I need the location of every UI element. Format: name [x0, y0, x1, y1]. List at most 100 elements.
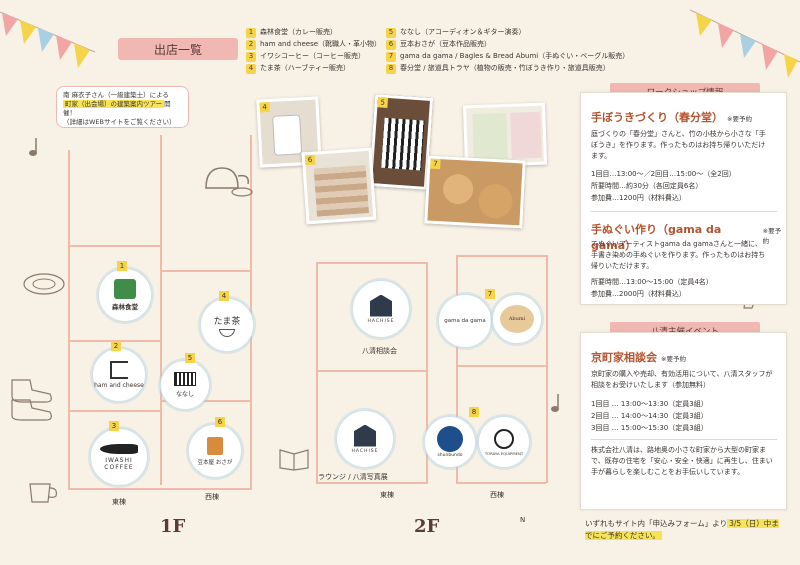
north-label: N	[520, 516, 526, 524]
hachise-consult-circle[interactable]: HACHISE	[352, 280, 410, 338]
legend-number: 7	[386, 51, 396, 62]
wall	[456, 255, 546, 257]
legend-text: 春分堂 / 旅道具トラヤ（植物の販売・竹ぼうき作り・旅道具販売）	[400, 64, 610, 72]
abumi-text: Abumi	[508, 316, 526, 322]
east-wing-label: 東棟	[112, 498, 126, 506]
shop-name: たま茶	[213, 316, 241, 327]
shop-8-shunbundo-circle[interactable]: 8 shunbundo	[424, 407, 479, 468]
photo-bagels: 7	[424, 155, 526, 229]
tree-logo-icon	[437, 426, 463, 452]
legend-item: 6 豆本おさが（豆本作品販売）	[386, 39, 491, 50]
wall	[458, 365, 546, 367]
room-consult-label: 八清相談会	[362, 347, 397, 355]
shunbundo-text: shunbundo	[437, 453, 463, 458]
forest-logo-icon	[114, 279, 136, 299]
photo-number: 5	[377, 97, 389, 108]
teacup-icon	[219, 328, 235, 337]
legend-text: ななし（アコーディオン＆ギター演奏）	[400, 28, 526, 36]
workshop-1-title: 手ぼうきづくり（春分堂）	[591, 111, 723, 124]
wall	[316, 262, 318, 484]
event-slot-3: 3回目 … 15:00～15:30（定員3組）	[591, 424, 708, 432]
shop-number: 5	[185, 353, 195, 363]
event-req: ※要予約	[661, 355, 686, 363]
shop-number: 7	[485, 289, 495, 299]
wall	[456, 482, 546, 484]
book-icon	[279, 449, 309, 471]
shop-7-gama-circle[interactable]: 7 gama da gama	[438, 289, 495, 348]
workshop-2-desc: てぬぐいアーティストgama da gamaさんと一緒に、手書き染めの手ぬぐいを…	[591, 240, 766, 270]
legend-text: ham and cheese（靴職人・革小物）	[260, 40, 382, 48]
workshop-2-req: ※要予約	[762, 227, 782, 245]
shop-4-circle[interactable]: 4 たま茶	[200, 291, 254, 352]
workshop-panel: 手ぼうきづくり（春分堂） ※要予約 庭づくりの「春分堂」さんと、竹の小枝から小さ…	[580, 92, 787, 305]
wall	[68, 245, 160, 247]
fish-logo-icon	[100, 443, 138, 454]
workshop-1-req: ※要予約	[727, 115, 752, 123]
legend-number: 4	[246, 63, 256, 74]
photo-number: 6	[304, 154, 316, 166]
wall	[68, 410, 160, 412]
wall	[162, 270, 250, 272]
photo-number: 4	[259, 101, 270, 113]
shop-8-toraya-circle[interactable]: TORAYA EQUIPMENT	[478, 416, 530, 468]
legend-number: 2	[246, 39, 256, 50]
event-slot-2: 2回目 … 14:00～14:30（定員3組）	[591, 412, 708, 420]
callout-line2: 開催！	[63, 100, 171, 117]
shop-number: 8	[469, 407, 479, 417]
shop-5-circle[interactable]: 5 ななし	[160, 353, 210, 410]
teapot-icon	[205, 167, 253, 197]
shoe-icon	[11, 379, 52, 421]
legend-item: 5 ななし（アコーディオン＆ギター演奏）	[386, 27, 526, 38]
wall	[546, 255, 548, 483]
shop-6-circle[interactable]: 6 豆本屋 おさが	[188, 417, 242, 478]
music-note-icon	[551, 394, 559, 412]
legend-text: たま茶（ハーブティー販売）	[260, 64, 350, 72]
wall	[68, 488, 250, 490]
floor-label-1f: 1F	[160, 516, 186, 537]
photo-accordion: 5	[368, 94, 434, 190]
shop-name: 森林食堂	[112, 303, 138, 311]
toraya-logo-icon	[494, 428, 514, 449]
wall	[162, 400, 250, 402]
legend-number: 5	[386, 27, 396, 38]
toraya-text: TORAYA EQUIPMENT	[484, 450, 524, 456]
legend-number: 6	[386, 39, 396, 50]
floor-label-2f: 2F	[414, 516, 440, 537]
legend-text: 豆本おさが（豆本作品販売）	[400, 40, 491, 48]
section-title: 出店一覧	[118, 38, 238, 60]
legend-item: 4 たま茶（ハーブティー販売）	[246, 63, 350, 74]
shop-name: gama da gama	[444, 318, 486, 324]
hc-logo-icon	[110, 361, 128, 379]
hachise-lounge-circle[interactable]: HACHISE	[336, 410, 394, 468]
callout-line1: 南 麻衣子さん（一級建築士）による	[63, 91, 169, 99]
abumi-logo-icon: Abumi	[500, 305, 534, 333]
legend-text: 森林食堂（カレー販売）	[260, 28, 337, 36]
photo-number: 7	[430, 158, 441, 170]
bunting-left	[0, 11, 95, 68]
shop-number: 4	[219, 291, 229, 301]
workshop-2-fee: 参加費…2000円（材料費込）	[591, 290, 686, 298]
shop-number: 3	[109, 421, 119, 431]
shop-2-circle[interactable]: 2 ham and cheese	[92, 341, 146, 402]
event-slot-1: 1回目 … 13:00～13:30（定員3組）	[591, 400, 708, 408]
reservation-pre: いずれもサイト内「申込みフォーム」より	[585, 519, 728, 528]
curry-plate-icon	[23, 273, 65, 295]
event-title: 京町家相談会	[591, 351, 657, 364]
shop-7-abumi-circle[interactable]: Abumi	[492, 294, 542, 344]
shop-1-circle[interactable]: 1 森林食堂	[98, 261, 152, 322]
workshop-1-time: 1回目…13:00～／2回目…15:00～（全2回）	[591, 170, 736, 178]
shop-3-circle[interactable]: 3 IWASHI COFFEE	[90, 421, 148, 486]
workshop-1-desc: 庭づくりの「春分堂」さんと、竹の小枝から小さな「手ぼうき」を作ります。作ったもの…	[591, 130, 766, 160]
hachise-logo-icon	[354, 424, 376, 447]
coffee-cup-icon	[29, 483, 57, 503]
legend-number: 3	[246, 51, 256, 62]
shop-name: 豆本屋 おさが	[197, 459, 233, 466]
room-lounge-label: ラウンジ / 八清写真展	[318, 473, 388, 481]
legend-item: 2 ham and cheese（靴職人・革小物）	[246, 39, 381, 50]
legend-text: イワシコーヒー（コーヒー販売）	[260, 52, 365, 60]
